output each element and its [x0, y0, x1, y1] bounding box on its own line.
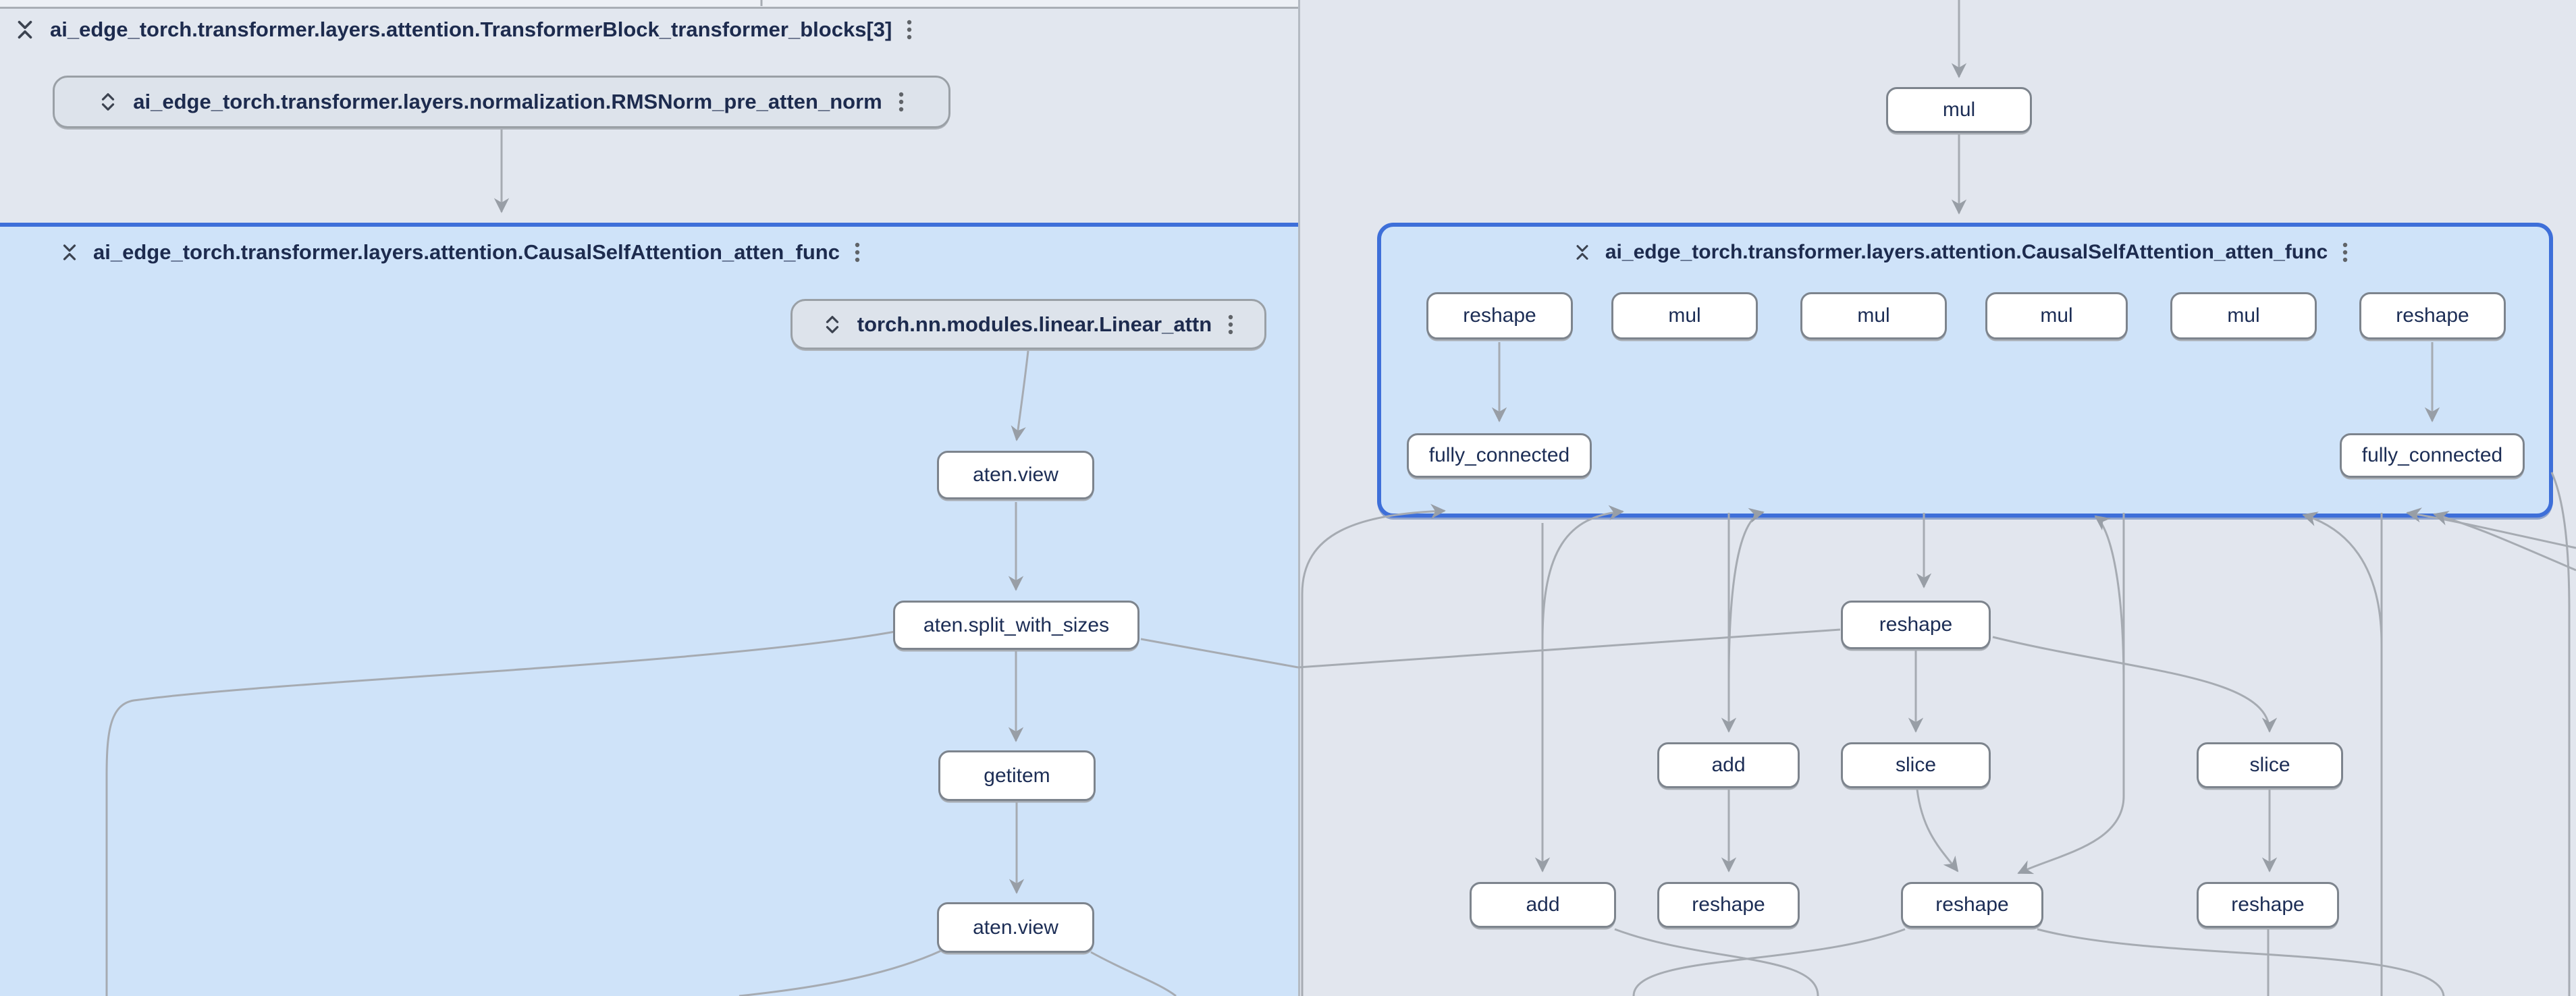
unfold-more-icon[interactable] — [98, 88, 118, 116]
transformer-block-header: ai_edge_torch.transformer.layers.attenti… — [14, 11, 913, 49]
attention-group-left-header: ai_edge_torch.transformer.layers.attenti… — [59, 233, 861, 271]
op-node-reshape-lower-c[interactable]: reshape — [2197, 882, 2339, 928]
more-vert-icon[interactable] — [1227, 310, 1235, 339]
more-vert-icon[interactable] — [905, 16, 913, 44]
op-node-slice-b[interactable]: slice — [2197, 742, 2343, 788]
linear-attn-collapsed-node[interactable]: torch.nn.modules.linear.Linear_attn — [790, 299, 1266, 350]
attention-group-right-label: ai_edge_torch.transformer.layers.attenti… — [1605, 241, 2328, 264]
op-node-reshape-row1-b[interactable]: reshape — [2359, 292, 2506, 339]
attention-group-left-label: ai_edge_torch.transformer.layers.attenti… — [93, 240, 840, 265]
op-node-reshape-mid[interactable]: reshape — [1841, 601, 1991, 649]
op-node-reshape-row1[interactable]: reshape — [1426, 292, 1573, 339]
op-node-aten-split-with-sizes[interactable]: aten.split_with_sizes — [893, 601, 1139, 650]
op-node-mul-row1-a[interactable]: mul — [1611, 292, 1758, 339]
op-node-aten-view-1[interactable]: aten.view — [937, 451, 1094, 499]
unfold-less-icon[interactable] — [14, 16, 36, 44]
unfold-more-icon[interactable] — [822, 310, 842, 339]
op-node-mul-row1-b[interactable]: mul — [1800, 292, 1947, 339]
more-vert-icon[interactable] — [897, 88, 905, 116]
op-node-reshape-lower-b[interactable]: reshape — [1901, 882, 2043, 928]
op-node-fully-connected-right[interactable]: fully_connected — [2340, 433, 2525, 478]
op-node-add-upper[interactable]: add — [1657, 742, 1800, 788]
unfold-less-icon[interactable] — [1573, 239, 1592, 266]
op-node-add-lower[interactable]: add — [1470, 882, 1616, 928]
unfold-less-icon[interactable] — [59, 238, 80, 267]
op-node-mul-top[interactable]: mul — [1886, 87, 2032, 133]
more-vert-icon[interactable] — [853, 238, 861, 267]
transformer-block-label: ai_edge_torch.transformer.layers.attenti… — [50, 18, 892, 42]
more-vert-icon[interactable] — [2341, 239, 2349, 266]
op-node-mul-row1-d[interactable]: mul — [2170, 292, 2317, 339]
linear-attn-label: torch.nn.modules.linear.Linear_attn — [857, 312, 1212, 337]
pane-divider[interactable] — [1298, 0, 1300, 996]
right-graph-pane: mul ai_edge_torch.transformer.layers.att… — [1300, 0, 2576, 996]
rmsnorm-collapsed-node[interactable]: ai_edge_torch.transformer.layers.normali… — [53, 76, 950, 128]
op-node-reshape-lower-a[interactable]: reshape — [1657, 882, 1800, 928]
op-node-aten-view-2[interactable]: aten.view — [937, 902, 1094, 953]
op-node-getitem[interactable]: getitem — [938, 750, 1096, 801]
attention-group-right-header: ai_edge_torch.transformer.layers.attenti… — [1377, 233, 2545, 271]
rmsnorm-label: ai_edge_torch.transformer.layers.normali… — [133, 90, 882, 114]
op-node-mul-row1-c[interactable]: mul — [1985, 292, 2128, 339]
op-node-fully-connected-left[interactable]: fully_connected — [1407, 433, 1592, 478]
op-node-slice-a[interactable]: slice — [1841, 742, 1991, 788]
left-graph-pane: ai_edge_torch.transformer.layers.attenti… — [0, 0, 1298, 996]
